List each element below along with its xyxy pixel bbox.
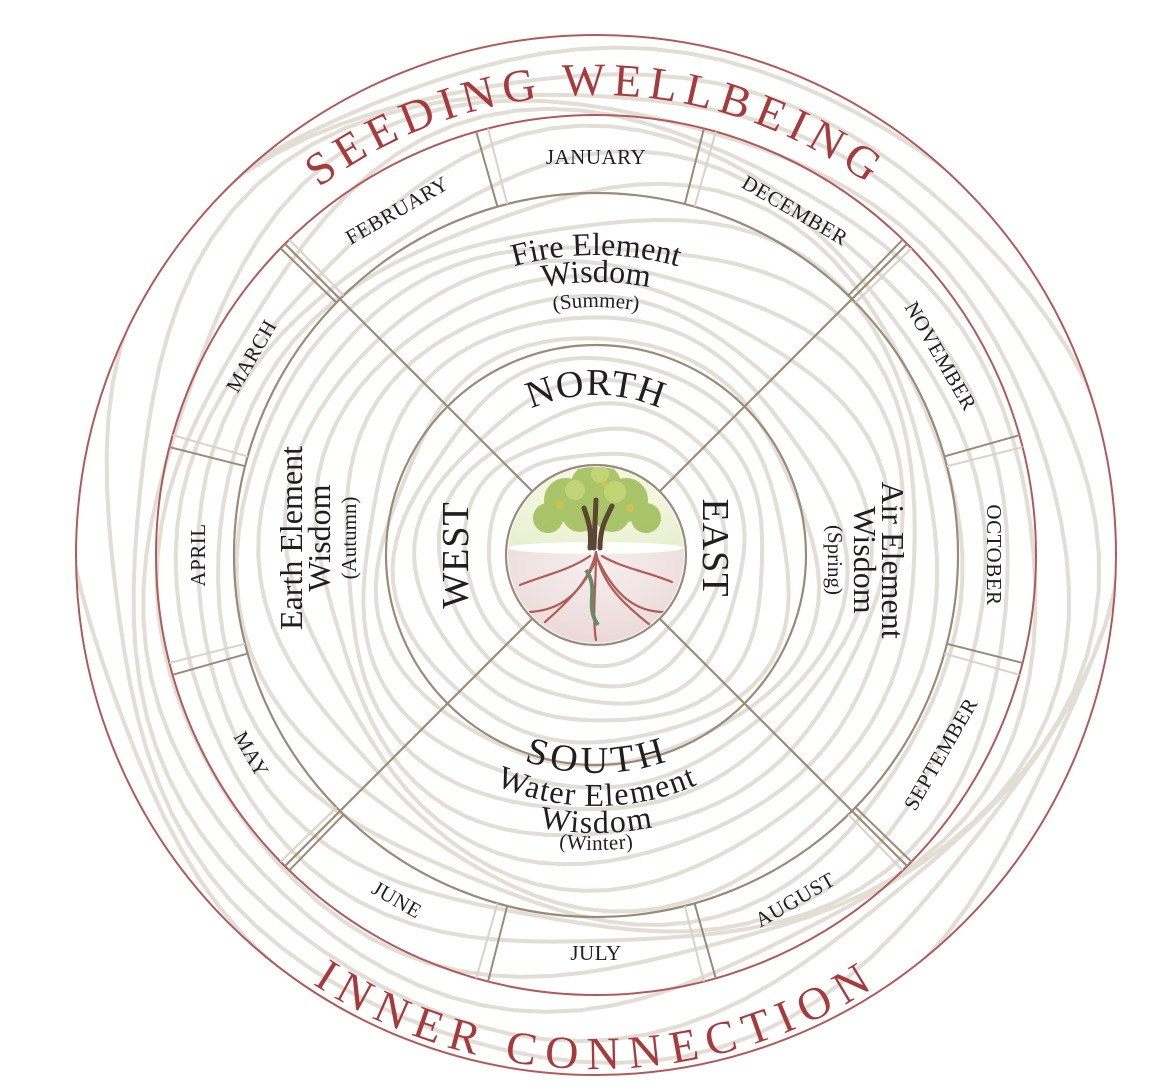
month-label-september: SEPTEMBER	[899, 694, 983, 815]
fire-line2: Wisdom	[539, 253, 654, 294]
month-divider-shadow	[169, 642, 246, 664]
grain-ring	[436, 401, 747, 706]
air-element-label: Air Element Wisdom (Spring)	[823, 481, 911, 638]
month-label-july: JULY	[570, 941, 621, 965]
month-divider	[475, 131, 499, 207]
quadrant-dividers	[284, 243, 908, 867]
grain-ring	[344, 293, 874, 812]
month-divider-shadow	[172, 434, 248, 458]
grain-ring	[104, 72, 1116, 1066]
month-divider	[172, 652, 248, 676]
month-divider	[683, 128, 705, 205]
grain-ring	[361, 315, 850, 790]
grain-ring	[154, 106, 1038, 979]
direction-east: EAST	[694, 499, 736, 598]
water-season: (Winter)	[558, 829, 634, 855]
month-inner-ring	[232, 191, 960, 919]
month-divider	[169, 446, 246, 468]
month-label-january: JANUARY	[546, 145, 646, 169]
quadrant-divider	[284, 617, 534, 867]
air-line1: Air Element	[875, 481, 911, 638]
tree-of-life-icon	[508, 467, 684, 643]
grain-ring	[373, 336, 822, 768]
month-divider-shadow	[944, 652, 1020, 676]
month-divider-shadow	[854, 247, 913, 304]
month-label-november: NOVEMBER	[900, 297, 982, 415]
month-divider-shadow	[288, 238, 345, 297]
grain-ring	[173, 123, 1010, 944]
water-line2: Wisdom	[538, 799, 654, 840]
outer-ring	[75, 34, 1117, 1076]
wood-grain-background	[76, 45, 1116, 1075]
month-label-october: OCTOBER	[982, 504, 1006, 605]
month-outer-ring	[155, 114, 1037, 996]
month-divider-shadow	[487, 128, 509, 205]
month-divider-shadow	[475, 903, 499, 979]
grain-ring	[487, 451, 708, 669]
month-divider	[288, 813, 345, 872]
outer-rings	[75, 34, 1117, 1076]
grain-ring	[412, 377, 765, 723]
grain-ring	[390, 355, 791, 745]
month-label-april: APRIL	[186, 523, 210, 586]
grain-ring	[462, 426, 728, 689]
month-divider	[854, 806, 913, 863]
month-divider	[487, 905, 509, 982]
grain-ring	[256, 245, 917, 893]
month-divider	[944, 434, 1020, 458]
month-divider-shadow	[946, 446, 1023, 468]
direction-north: NORTH	[520, 362, 672, 417]
quadrant-divider	[658, 243, 908, 493]
earth-element-label: Earth Element Wisdom (Autumn)	[273, 446, 361, 630]
grain-ring	[216, 181, 965, 927]
grain-ring	[313, 274, 893, 838]
grain-ring	[195, 149, 988, 934]
air-season: (Spring)	[823, 525, 847, 595]
direction-ring	[384, 343, 808, 767]
fire-season: (Summer)	[551, 288, 642, 316]
air-line2: Wisdom	[847, 506, 883, 613]
month-divider	[279, 247, 338, 304]
grain-ring	[282, 258, 905, 867]
grain-ring	[131, 92, 1101, 1044]
month-dividers	[169, 128, 1023, 982]
earth-line1: Earth Element	[273, 446, 309, 630]
quadrant-divider	[658, 617, 908, 867]
center-ring	[504, 463, 688, 647]
earth-line2: Wisdom	[301, 484, 337, 591]
grain-ring	[141, 98, 1071, 1014]
month-divider-shadow	[847, 813, 904, 872]
month-divider-shadow	[683, 905, 705, 982]
month-divider	[847, 238, 904, 297]
month-divider-shadow	[693, 131, 717, 207]
earth-season: (Autumn)	[337, 497, 361, 580]
month-divider	[693, 903, 717, 979]
month-divider-shadow	[279, 806, 338, 863]
quadrant-divider	[284, 243, 534, 493]
direction-west: WEST	[435, 501, 477, 608]
month-divider	[946, 642, 1023, 664]
